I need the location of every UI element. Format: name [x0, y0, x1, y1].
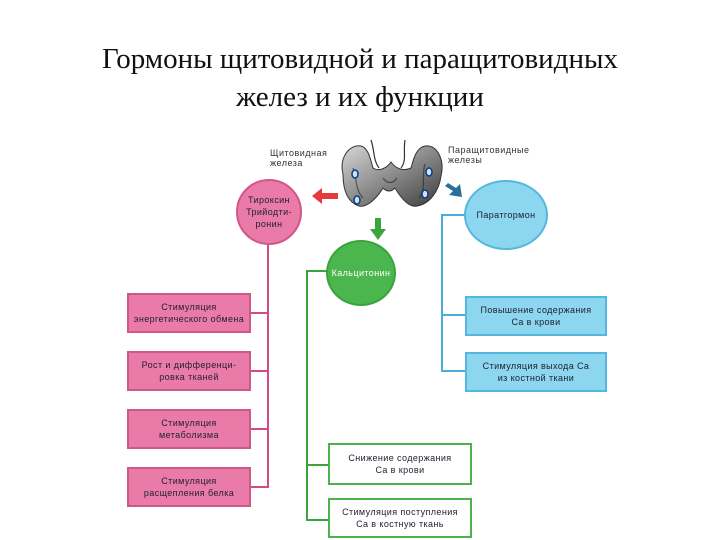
- pink-trunk: [267, 235, 269, 487]
- pink-box-4: Стимуляция расщепления белка: [127, 467, 251, 507]
- parathyroid-dot-2: [353, 195, 361, 205]
- green-box-1: Снижение содержания Ca в крови: [328, 443, 472, 485]
- blue-trunk: [441, 214, 443, 372]
- parathyroid-dot-4: [421, 189, 429, 199]
- pink-connector-3: [250, 428, 269, 430]
- title-line-1: Гормоны щитовидной и паращитовидных: [102, 43, 618, 75]
- parathyroid-dot-3: [425, 167, 433, 177]
- pink-box-1: Стимуляция энергетического обмена: [127, 293, 251, 333]
- pink-box-3: Стимуляция метаболизма: [127, 409, 251, 449]
- parathormone-node: Паратгормон: [464, 180, 548, 250]
- thyroid-label: Щитовидная железа: [270, 148, 328, 168]
- green-connector-top: [306, 270, 328, 272]
- green-trunk: [306, 270, 308, 520]
- blue-box-1: Повышение содержания Ca в крови: [465, 296, 607, 336]
- blue-connector-1: [441, 314, 465, 316]
- parathyroid-dot-1: [351, 169, 359, 179]
- pink-box-2: Рост и дифференци- ровка тканей: [127, 351, 251, 391]
- title-line-2: желез и их функции: [236, 81, 484, 113]
- thyroid-gland-illustration: [341, 139, 443, 207]
- arrow-to-parathormone: [445, 183, 462, 197]
- calcitonin-node: Кальцитонин: [326, 240, 396, 306]
- thyroxine-node: Тироксин Трийодти- ронин: [236, 179, 302, 245]
- blue-connector-2: [441, 370, 465, 372]
- arrow-to-calcitonin: [370, 218, 386, 240]
- green-connector-1: [306, 464, 328, 466]
- blue-box-2: Стимуляция выхода Ca из костной ткани: [465, 352, 607, 392]
- pink-connector-2: [250, 370, 269, 372]
- page-title: Гормоны щитовидной и паращитовидных желе…: [0, 40, 720, 116]
- pink-connector-4: [250, 486, 269, 488]
- green-box-2: Стимуляция поступления Ca в костную ткан…: [328, 498, 472, 538]
- green-connector-2: [306, 519, 328, 521]
- parathyroid-label: Паращитовидные железы: [448, 145, 530, 165]
- arrow-to-thyroxine: [312, 188, 338, 204]
- blue-connector-top: [441, 214, 465, 216]
- pink-connector-1: [250, 312, 269, 314]
